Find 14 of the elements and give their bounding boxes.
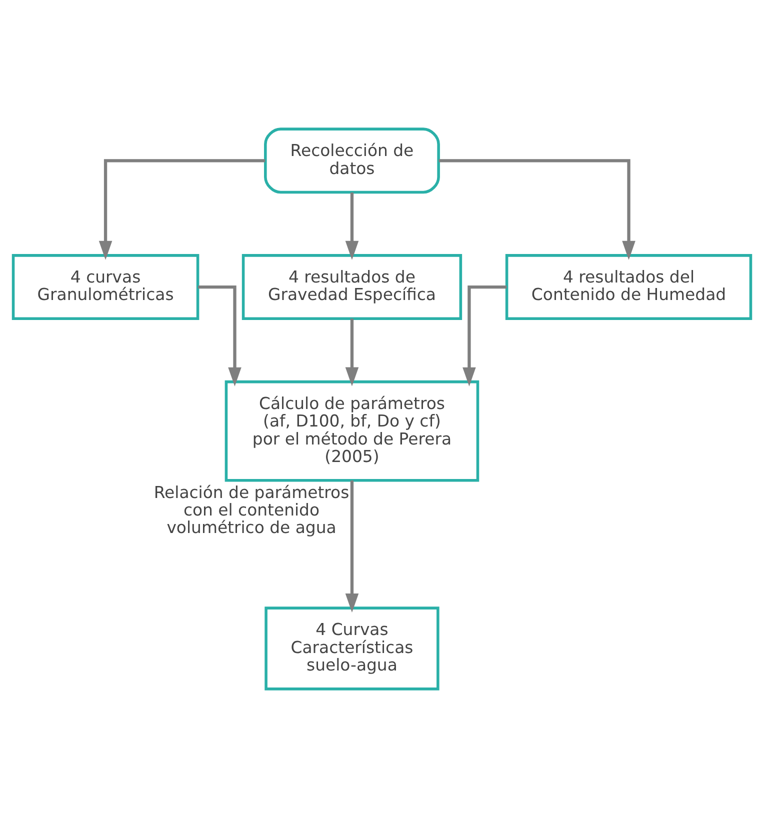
node-box: 4 Curvas Características suelo-agua <box>264 606 440 690</box>
arrow <box>345 480 359 612</box>
arrow <box>98 158 266 260</box>
arrow <box>345 318 359 386</box>
node-box: Recolección de datos <box>264 127 440 194</box>
node-box: 4 curvas Granulométricas <box>12 254 200 320</box>
node-box: 4 resultados de Gravedad Específica <box>242 254 462 320</box>
arrow <box>345 192 359 260</box>
arrow <box>438 158 636 260</box>
node-box: 4 resultados del Contenido de Humedad <box>505 254 752 320</box>
edge-label: Relación de parámetros con el contenido volumétrico de agua <box>154 482 350 537</box>
node-box: Cálculo de parámetros (af, D100, bf, Do y cf) por el método de Perera (2005) <box>224 380 480 482</box>
arrow <box>462 284 507 386</box>
arrow <box>198 284 242 386</box>
